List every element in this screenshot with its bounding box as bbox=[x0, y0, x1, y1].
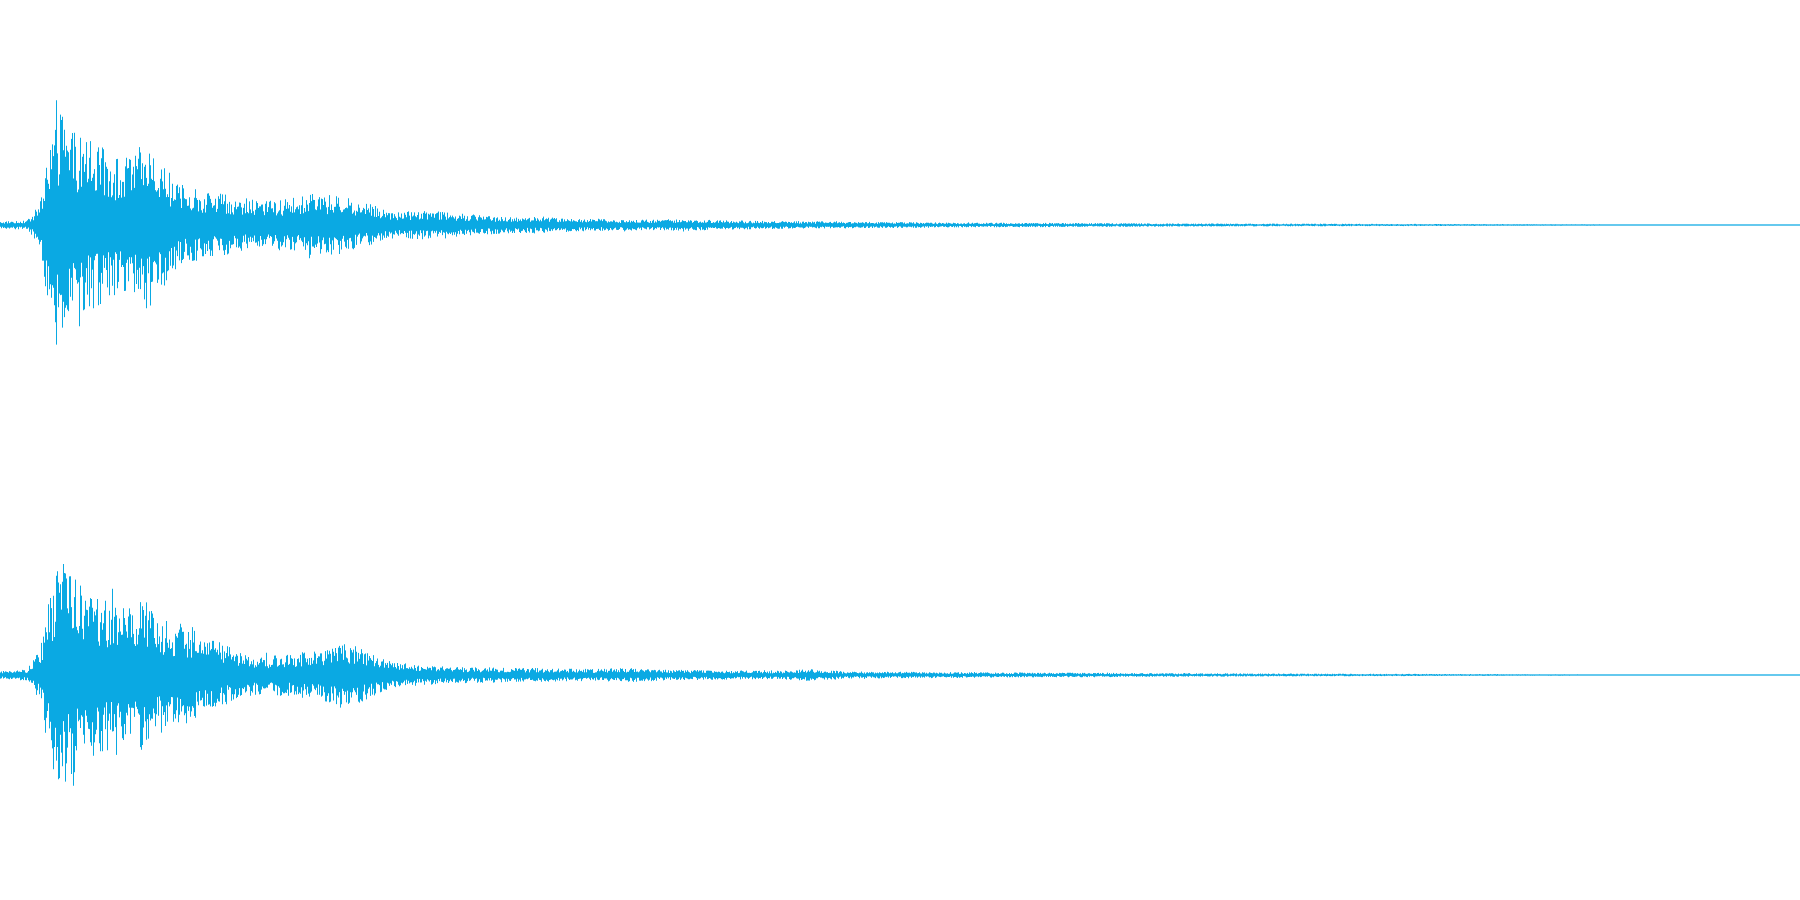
waveform-channel-right bbox=[0, 564, 1800, 786]
waveform-trace bbox=[0, 564, 1800, 786]
waveform-channel-left bbox=[0, 100, 1800, 345]
waveform-trace bbox=[0, 100, 1800, 345]
